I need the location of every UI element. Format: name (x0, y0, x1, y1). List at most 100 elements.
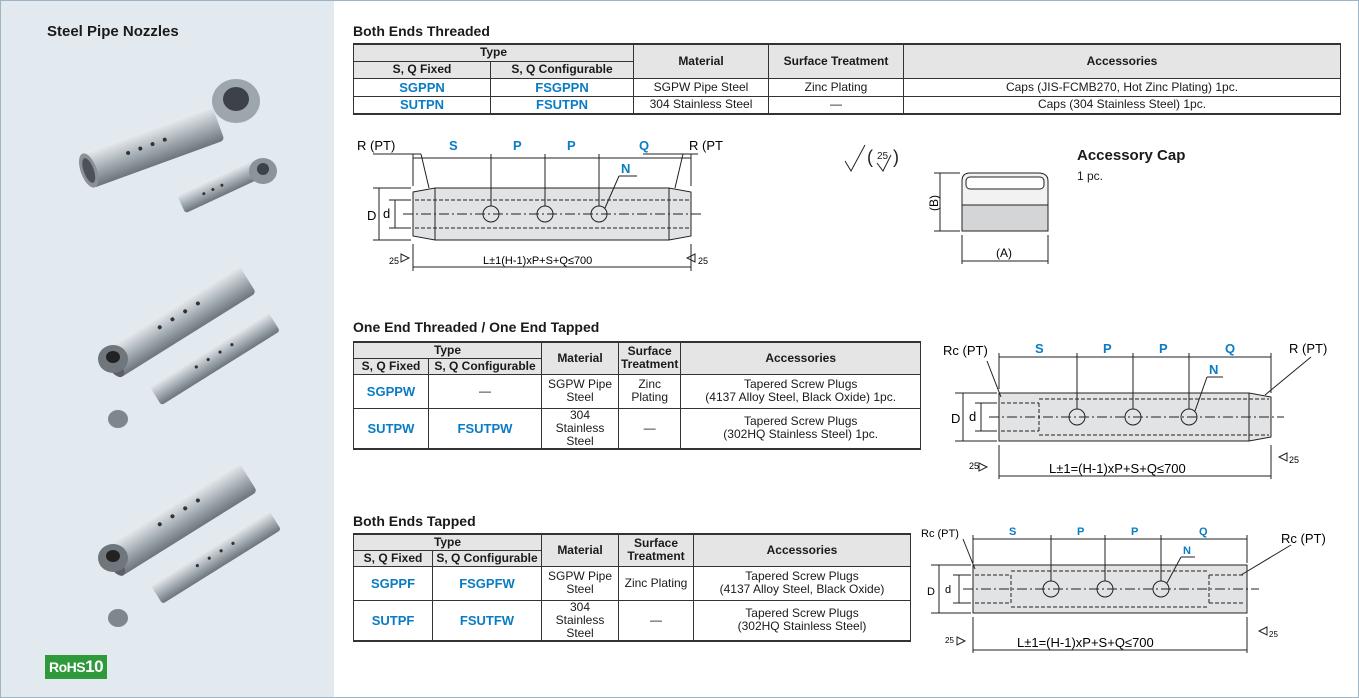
rohs-badge: RoHS10 (45, 655, 108, 679)
roughness-right: 25 (698, 256, 708, 266)
roughness-right: 25 (1269, 630, 1278, 639)
thread-label-left: Rc (PT) (943, 343, 988, 358)
dim-P2: P (567, 138, 576, 153)
header-configurable: S, Q Configurable (490, 60, 634, 79)
thread-label-right: Rc (PT) (1281, 531, 1326, 546)
svg-text:(: ( (867, 147, 873, 167)
part-number-config[interactable]: FSGPFW (432, 565, 542, 601)
part-number-config: — (428, 373, 542, 409)
roughness-left: 25 (945, 636, 954, 645)
header-fixed: S, Q Fixed (353, 549, 433, 567)
header-type: Type (353, 43, 634, 62)
length-formula: L±1=(H-1)xP+S+Q≤700 (1017, 635, 1154, 650)
surface-cell: — (618, 599, 694, 642)
dim-N: N (621, 161, 630, 176)
svg-text:): ) (893, 147, 899, 167)
table-row: SGPPN FSGPPN SGPW Pipe Steel Zinc Platin… (353, 77, 1341, 97)
surface-cell: Zinc Plating (618, 565, 694, 601)
part-number-config[interactable]: FSUTFW (432, 599, 542, 642)
dimension-drawing-both-threaded: R (PT) R (PT) S P P Q N D d 25 25 L±1(H-… (357, 138, 723, 271)
part-number[interactable]: SGPPF (353, 565, 433, 601)
accessory-cap-qty: 1 pc. (1077, 169, 1104, 183)
part-number-config[interactable]: FSGPPN (490, 77, 634, 97)
product-photo-tapped-one-end (98, 267, 279, 428)
accessory-cap-title: Accessory Cap (1077, 147, 1186, 164)
cap-dim-A: (A) (996, 246, 1012, 260)
part-number[interactable]: SUTPN (353, 95, 491, 115)
dim-S: S (449, 138, 458, 153)
length-formula: L±1=(H-1)xP+S+Q≤700 (1049, 461, 1186, 476)
material-cell: SGPW Pipe Steel (633, 77, 769, 97)
header-material: Material (541, 533, 619, 567)
accessories-cell: Tapered Screw Plugs(302HQ Stainless Stee… (693, 599, 911, 642)
section-title-both-threaded: Both Ends Threaded (353, 23, 490, 39)
header-fixed: S, Q Fixed (353, 60, 491, 79)
thread-label-left: R (PT) (357, 138, 395, 153)
dimension-drawing-threaded-tapped: Rc (PT) R (PT) S P P Q N D d 25 25 L±1=(… (943, 341, 1327, 479)
accessory-cap-drawing: (B) (A) (927, 172, 1049, 264)
header-accessories: Accessories (680, 341, 921, 375)
finish-value: 25 (877, 151, 889, 162)
accessories-cell: Tapered Screw Plugs(302HQ Stainless Stee… (680, 407, 921, 450)
header-fixed: S, Q Fixed (353, 357, 429, 375)
length-formula: L±1(H-1)xP+S+Q≤700 (483, 255, 592, 267)
dim-D: D (927, 586, 935, 598)
dim-P1: P (1077, 526, 1084, 538)
product-title: Steel Pipe Nozzles (47, 23, 179, 40)
header-material: Material (633, 43, 769, 79)
thread-label-right: R (PT) (1289, 341, 1327, 356)
dimension-drawing-both-tapped: Rc (PT) Rc (PT) S P P Q N D d 25 25 L±1=… (921, 526, 1326, 653)
accessories-cell: Tapered Screw Plugs(4137 Alloy Steel, Bl… (693, 565, 911, 601)
spec-table-both-threaded: Type Material Surface Treatment Accessor… (353, 43, 1341, 115)
dim-Q: Q (639, 138, 649, 153)
dim-d: d (383, 206, 390, 221)
dim-P2: P (1131, 526, 1138, 538)
part-number[interactable]: SUTPW (353, 407, 429, 450)
dim-P1: P (513, 138, 522, 153)
dim-D: D (951, 411, 960, 426)
header-accessories: Accessories (693, 533, 911, 567)
part-number[interactable]: SGPPN (353, 77, 491, 97)
dim-N: N (1209, 362, 1218, 377)
header-material: Material (541, 341, 619, 375)
table-row: SUTPN FSUTPN 304 Stainless Steel — Caps … (353, 95, 1341, 115)
section-title-both-tapped: Both Ends Tapped (353, 513, 476, 529)
dim-D: D (367, 208, 376, 223)
roughness-right: 25 (1289, 455, 1299, 465)
header-type: Type (353, 341, 542, 359)
dim-S: S (1035, 341, 1044, 356)
roughness-left: 25 (969, 461, 979, 471)
rohs-number: 10 (85, 657, 104, 676)
part-number-config[interactable]: FSUTPN (490, 95, 634, 115)
product-photo-tapped-both-ends (98, 464, 280, 627)
thread-label-right: R (PT) (689, 138, 723, 153)
cap-dim-B: (B) (927, 195, 941, 211)
product-photo-threaded (79, 79, 277, 213)
header-configurable: S, Q Configurable (432, 549, 542, 567)
header-accessories: Accessories (903, 43, 1341, 79)
product-sidebar: Steel Pipe Nozzles (1, 1, 334, 697)
part-number[interactable]: SUTPF (353, 599, 433, 642)
surface-cell: Zinc Plating (768, 77, 904, 97)
accessories-cell: Caps (304 Stainless Steel) 1pc. (903, 95, 1341, 115)
dim-P1: P (1103, 341, 1112, 356)
part-number-config[interactable]: FSUTPW (428, 407, 542, 450)
accessories-cell: Tapered Screw Plugs(4137 Alloy Steel, Bl… (680, 373, 921, 409)
surface-cell: — (617, 407, 682, 450)
dim-Q: Q (1199, 526, 1208, 538)
part-number[interactable]: SGPPW (353, 373, 429, 409)
dim-d: d (969, 409, 976, 424)
